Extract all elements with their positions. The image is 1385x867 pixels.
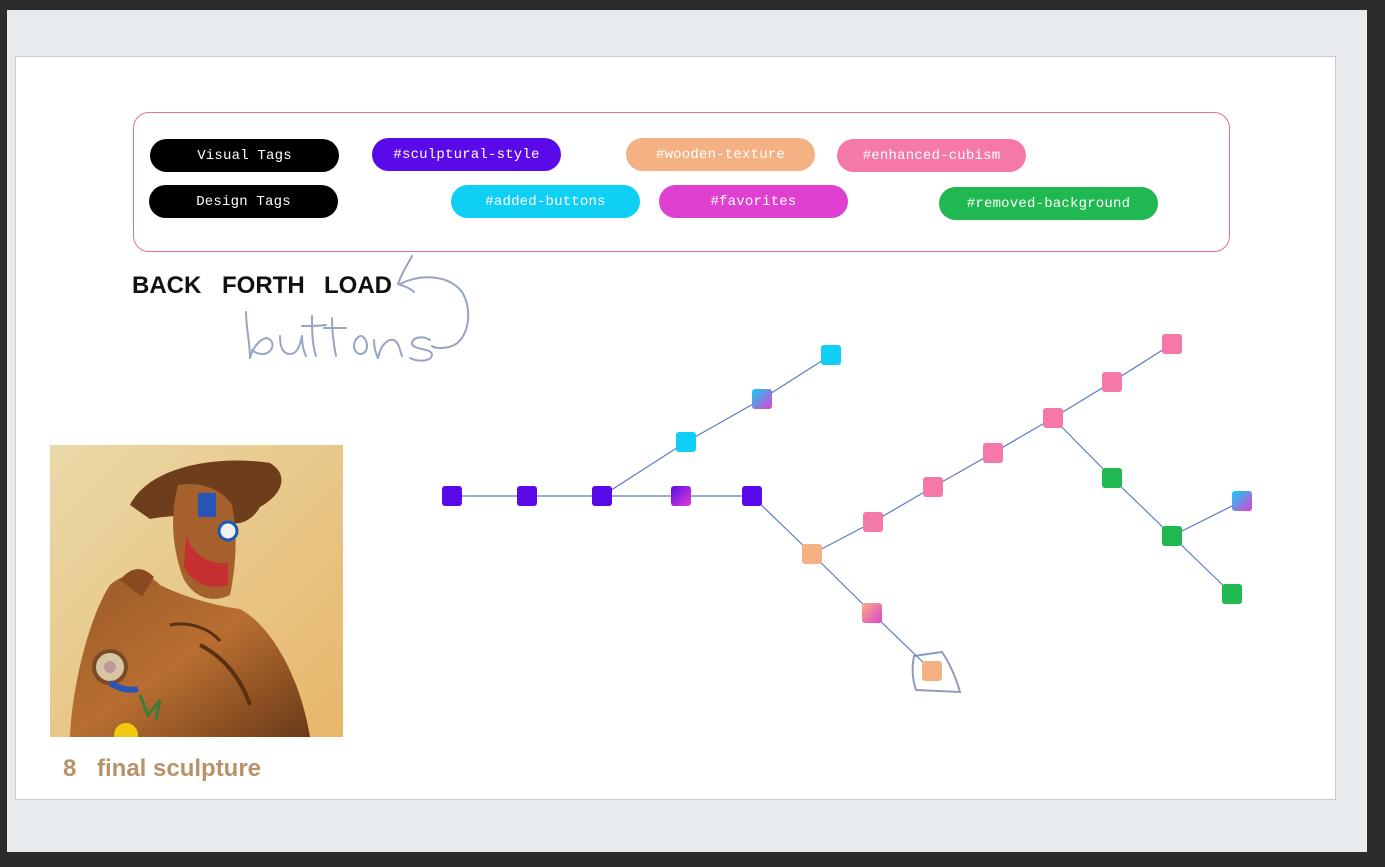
forth-button[interactable]: FORTH bbox=[222, 272, 305, 299]
graph-edge bbox=[1171, 500, 1243, 537]
graph-edge bbox=[601, 441, 687, 497]
graph-edge bbox=[811, 553, 873, 614]
graph-node-n11[interactable] bbox=[922, 661, 942, 681]
graph-edge bbox=[1052, 417, 1113, 479]
graph-node-n21[interactable] bbox=[1222, 584, 1242, 604]
tag-wooden-texture[interactable]: #wooden-texture bbox=[626, 138, 815, 171]
window-frame-right bbox=[1367, 0, 1385, 867]
graph-node-n19[interactable] bbox=[1162, 526, 1182, 546]
tag-enhanced-cubism[interactable]: #enhanced-cubism bbox=[837, 139, 1026, 172]
graph-edge bbox=[685, 398, 763, 443]
graph-node-n8[interactable] bbox=[821, 345, 841, 365]
graph-edge bbox=[1111, 477, 1173, 537]
graph-node-n12[interactable] bbox=[863, 512, 883, 532]
thumbnail-number: 8 bbox=[63, 755, 77, 782]
graph-edge bbox=[1171, 535, 1233, 595]
tag-sculptural-style[interactable]: #sculptural-style bbox=[372, 138, 561, 171]
graph-edge bbox=[811, 521, 874, 555]
tag-added-buttons[interactable]: #added-buttons bbox=[451, 185, 640, 218]
graph-node-n13[interactable] bbox=[923, 477, 943, 497]
graph-node-n5[interactable] bbox=[742, 486, 762, 506]
graph-edge bbox=[751, 495, 813, 555]
graph-node-n7[interactable] bbox=[752, 389, 772, 409]
back-button[interactable]: BACK bbox=[132, 272, 202, 299]
visual-tags-label: Visual Tags bbox=[150, 139, 339, 172]
graph-node-n2[interactable] bbox=[517, 486, 537, 506]
load-button[interactable]: LOAD bbox=[324, 272, 392, 299]
graph-edge bbox=[761, 354, 832, 400]
graph-node-n16[interactable] bbox=[1102, 372, 1122, 392]
graph-node-n9[interactable] bbox=[802, 544, 822, 564]
graph-node-n10[interactable] bbox=[862, 603, 882, 623]
graph-node-n4[interactable] bbox=[671, 486, 691, 506]
graph-node-n15[interactable] bbox=[1043, 408, 1063, 428]
graph-node-n1[interactable] bbox=[442, 486, 462, 506]
sculpture-thumbnail[interactable] bbox=[50, 445, 343, 737]
sculpture-image bbox=[50, 445, 343, 737]
tag-favorites[interactable]: #favorites bbox=[659, 185, 848, 218]
graph-node-n6[interactable] bbox=[676, 432, 696, 452]
window-frame-left bbox=[0, 0, 7, 867]
thumbnail-title: final sculpture bbox=[97, 755, 262, 782]
graph-node-n3[interactable] bbox=[592, 486, 612, 506]
graph-node-n18[interactable] bbox=[1102, 468, 1122, 488]
graph-edge bbox=[871, 612, 933, 672]
design-tags-label: Design Tags bbox=[149, 185, 338, 218]
window-frame-top bbox=[0, 0, 1385, 10]
tag-panel bbox=[133, 112, 1230, 252]
tag-removed-background[interactable]: #removed-background bbox=[939, 187, 1158, 220]
window-frame-bottom bbox=[0, 852, 1385, 867]
graph-node-n20[interactable] bbox=[1232, 491, 1252, 511]
graph-node-n14[interactable] bbox=[983, 443, 1003, 463]
graph-node-n17[interactable] bbox=[1162, 334, 1182, 354]
